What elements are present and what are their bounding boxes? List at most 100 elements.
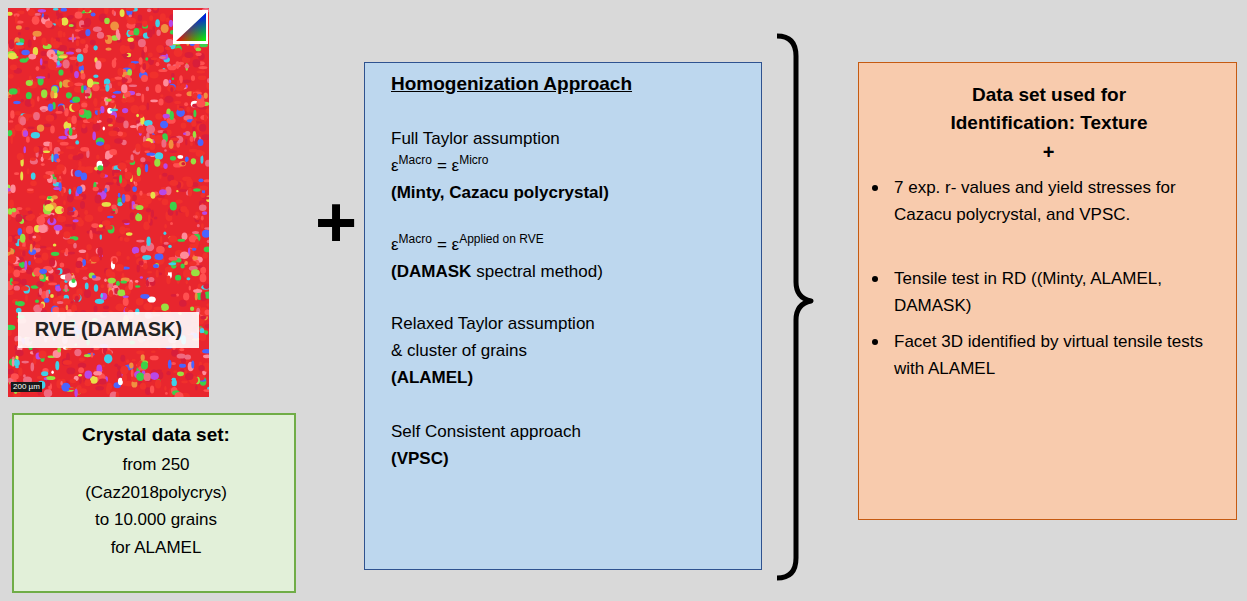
grain xyxy=(21,286,29,291)
grain xyxy=(102,365,105,368)
grain xyxy=(112,10,115,15)
grain xyxy=(80,39,86,44)
grain xyxy=(111,205,116,210)
node-text: Homogenization Approach xyxy=(391,73,632,94)
grain xyxy=(133,176,141,182)
grain xyxy=(174,101,181,104)
node-text: to 10.000 grains xyxy=(95,510,217,529)
grain xyxy=(117,290,125,297)
grain xyxy=(72,96,80,102)
grain xyxy=(136,93,142,96)
node-text: Data set used for Identification: Textur… xyxy=(950,84,1147,133)
grain xyxy=(45,393,51,397)
grain xyxy=(72,223,76,230)
grain xyxy=(168,80,171,84)
grain xyxy=(20,117,26,126)
grain xyxy=(91,256,100,262)
grain xyxy=(206,82,209,90)
grain xyxy=(15,15,18,24)
grain xyxy=(85,370,93,378)
grain xyxy=(33,31,42,37)
grain xyxy=(31,98,34,105)
grain xyxy=(114,364,118,368)
grain xyxy=(136,205,144,210)
grain xyxy=(94,108,101,111)
text-line: Self Consistent approach xyxy=(391,420,751,444)
grain xyxy=(204,179,209,182)
grain xyxy=(50,294,54,298)
grain xyxy=(115,208,118,214)
text-line: εMacro= εMicro xyxy=(391,154,751,178)
grain xyxy=(74,196,83,200)
grain xyxy=(123,295,129,298)
grain xyxy=(102,220,111,226)
grain xyxy=(101,293,103,298)
grain xyxy=(120,355,125,362)
grain xyxy=(21,361,29,364)
grain xyxy=(179,348,184,351)
grain xyxy=(28,40,32,48)
grain xyxy=(125,75,131,79)
grain xyxy=(40,214,48,217)
grain xyxy=(103,126,105,130)
grain xyxy=(111,211,116,215)
grain xyxy=(117,197,121,205)
superscript-text: Applied on RVE xyxy=(459,232,544,246)
grain xyxy=(68,38,76,42)
grain xyxy=(195,239,199,246)
text-line: (VPSC) xyxy=(391,447,751,471)
grain xyxy=(125,160,134,163)
grain xyxy=(167,85,175,92)
grain xyxy=(84,379,91,386)
grain xyxy=(185,64,190,69)
grain xyxy=(100,173,105,178)
grain xyxy=(39,288,42,295)
grain xyxy=(155,19,160,27)
grain xyxy=(106,48,112,51)
grain xyxy=(147,103,150,111)
grain xyxy=(207,240,209,243)
node-text: ε xyxy=(391,156,399,175)
grain xyxy=(8,265,12,273)
grain xyxy=(164,149,167,152)
grain xyxy=(48,73,51,79)
grain xyxy=(198,66,207,69)
grain xyxy=(165,392,168,395)
grain xyxy=(131,369,134,377)
grain xyxy=(56,10,59,16)
grain xyxy=(140,164,143,168)
grain xyxy=(176,210,178,215)
grain xyxy=(199,205,207,211)
grain xyxy=(192,256,198,260)
grain xyxy=(58,182,61,191)
grain xyxy=(36,216,45,225)
grain xyxy=(32,234,41,242)
grain xyxy=(122,374,127,383)
node-text: (VPSC) xyxy=(391,449,449,468)
grain xyxy=(119,226,125,234)
grain xyxy=(133,280,138,286)
grain xyxy=(150,100,158,103)
grain xyxy=(84,290,91,298)
grain xyxy=(15,111,21,115)
grain xyxy=(123,297,129,306)
grain xyxy=(119,175,122,184)
grain xyxy=(35,258,43,263)
grain xyxy=(135,143,140,152)
identification-box: Data set used for Identification: Textur… xyxy=(858,62,1237,520)
grain xyxy=(184,354,191,359)
grain xyxy=(95,231,104,234)
grain xyxy=(20,234,26,243)
grain xyxy=(191,360,194,368)
grain xyxy=(136,298,144,305)
grain xyxy=(190,307,194,312)
grain xyxy=(25,207,31,211)
node-text: + xyxy=(1043,141,1055,163)
grain xyxy=(26,267,32,274)
grain xyxy=(10,64,17,70)
grain xyxy=(71,103,80,112)
grain xyxy=(79,388,87,393)
grain xyxy=(10,185,15,194)
grain xyxy=(193,289,202,293)
grain xyxy=(99,379,107,385)
